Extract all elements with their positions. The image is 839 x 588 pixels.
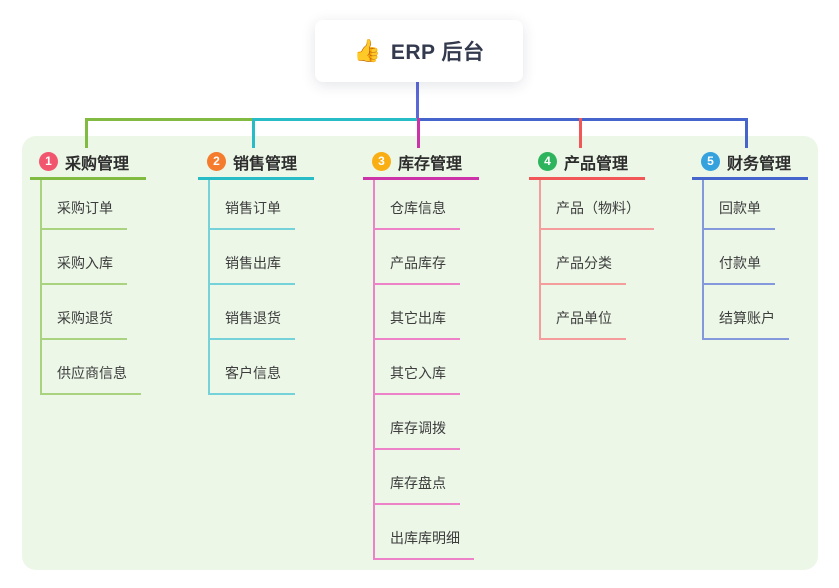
child-label: 供应商信息 xyxy=(57,365,127,381)
child-label: 付款单 xyxy=(719,255,761,271)
child-node[interactable]: 产品单位 xyxy=(541,285,626,340)
branch-header-sales[interactable]: 2 销售管理 xyxy=(198,146,314,180)
child-label: 库存盘点 xyxy=(390,475,446,491)
branch-children-product: 产品（物料） 产品分类 产品单位 xyxy=(539,180,654,340)
child-label: 销售订单 xyxy=(225,200,281,216)
child-label: 出库库明细 xyxy=(390,530,460,546)
child-label: 其它出库 xyxy=(390,310,446,326)
child-node[interactable]: 付款单 xyxy=(704,230,775,285)
child-label: 产品单位 xyxy=(556,310,612,326)
branch-procurement: 1 采购管理 采购订单 采购入库 采购退货 供应商信息 xyxy=(30,146,146,395)
thumbs-up-icon: 👍 xyxy=(353,38,381,63)
child-label: 采购订单 xyxy=(57,200,113,216)
child-node[interactable]: 采购订单 xyxy=(42,180,127,230)
child-node[interactable]: 产品库存 xyxy=(375,230,460,285)
branch-number-badge: 3 xyxy=(372,152,391,171)
child-label: 结算账户 xyxy=(719,310,775,326)
connector-bus-branch2 xyxy=(254,118,418,121)
branch-number-badge: 2 xyxy=(207,152,226,171)
child-node[interactable]: 出库库明细 xyxy=(375,505,474,560)
child-label: 客户信息 xyxy=(225,365,281,381)
child-node[interactable]: 其它出库 xyxy=(375,285,460,340)
child-label: 销售退货 xyxy=(225,310,281,326)
connector-drop-branch2 xyxy=(252,118,255,148)
child-node[interactable]: 产品（物料） xyxy=(541,180,654,230)
branch-children-procurement: 采购订单 采购入库 采购退货 供应商信息 xyxy=(40,180,141,395)
branch-title: 采购管理 xyxy=(65,155,130,173)
connector-drop-branch1 xyxy=(85,118,88,148)
root-title: ERP 后台 xyxy=(390,41,485,64)
child-node[interactable]: 采购入库 xyxy=(42,230,127,285)
child-node[interactable]: 库存调拨 xyxy=(375,395,460,450)
connector-drop-branch3 xyxy=(417,118,420,148)
child-node[interactable]: 销售订单 xyxy=(210,180,295,230)
branch-sales: 2 销售管理 销售订单 销售出库 销售退货 客户信息 xyxy=(198,146,314,395)
child-node[interactable]: 其它入库 xyxy=(375,340,460,395)
child-node[interactable]: 客户信息 xyxy=(210,340,295,395)
child-label: 产品库存 xyxy=(390,255,446,271)
child-label: 产品分类 xyxy=(556,255,612,271)
child-node[interactable]: 供应商信息 xyxy=(42,340,141,395)
branch-title: 库存管理 xyxy=(398,155,463,173)
branch-header-product[interactable]: 4 产品管理 xyxy=(529,146,645,180)
branch-children-sales: 销售订单 销售出库 销售退货 客户信息 xyxy=(208,180,295,395)
root-connector-line xyxy=(416,82,419,119)
branch-children-finance: 回款单 付款单 结算账户 xyxy=(702,180,789,340)
child-node[interactable]: 库存盘点 xyxy=(375,450,460,505)
background-panel xyxy=(22,136,818,570)
branch-number-badge: 1 xyxy=(39,152,58,171)
child-node[interactable]: 回款单 xyxy=(704,180,775,230)
child-label: 采购退货 xyxy=(57,310,113,326)
child-node[interactable]: 采购退货 xyxy=(42,285,127,340)
root-node[interactable]: 👍 ERP 后台 xyxy=(315,20,523,82)
branch-children-inventory: 仓库信息 产品库存 其它出库 其它入库 库存调拨 库存盘点 出库库明细 xyxy=(373,180,474,560)
child-label: 销售出库 xyxy=(225,255,281,271)
child-node[interactable]: 销售退货 xyxy=(210,285,295,340)
connector-drop-branch5 xyxy=(745,118,748,148)
child-node[interactable]: 仓库信息 xyxy=(375,180,460,230)
connector-drop-branch4 xyxy=(579,118,582,148)
child-label: 仓库信息 xyxy=(390,200,446,216)
child-label: 回款单 xyxy=(719,200,761,216)
branch-title: 销售管理 xyxy=(233,155,298,173)
child-label: 采购入库 xyxy=(57,255,113,271)
branch-title: 产品管理 xyxy=(564,155,629,173)
child-node[interactable]: 结算账户 xyxy=(704,285,789,340)
branch-title: 财务管理 xyxy=(727,155,792,173)
branch-header-finance[interactable]: 5 财务管理 xyxy=(692,146,808,180)
branch-header-procurement[interactable]: 1 采购管理 xyxy=(30,146,146,180)
child-label: 产品（物料） xyxy=(556,200,640,216)
branch-inventory: 3 库存管理 仓库信息 产品库存 其它出库 其它入库 库存调拨 库存盘点 出库库… xyxy=(363,146,479,560)
connector-bus-branch5 xyxy=(418,118,748,121)
branch-product: 4 产品管理 产品（物料） 产品分类 产品单位 xyxy=(529,146,654,340)
connector-bus-branch1 xyxy=(86,118,254,121)
branch-number-badge: 5 xyxy=(701,152,720,171)
child-label: 其它入库 xyxy=(390,365,446,381)
child-node[interactable]: 产品分类 xyxy=(541,230,626,285)
branch-number-badge: 4 xyxy=(538,152,557,171)
branch-header-inventory[interactable]: 3 库存管理 xyxy=(363,146,479,180)
child-node[interactable]: 销售出库 xyxy=(210,230,295,285)
branch-finance: 5 财务管理 回款单 付款单 结算账户 xyxy=(692,146,808,340)
child-label: 库存调拨 xyxy=(390,420,446,436)
